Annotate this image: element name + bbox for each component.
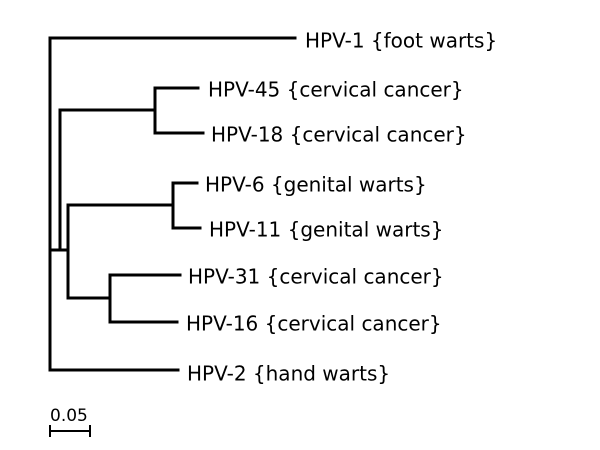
scale-bar: 0.05 xyxy=(49,406,91,437)
leaf-label-hpv2: HPV-2 {hand warts} xyxy=(187,362,390,386)
leaf-label-hpv16: HPV-16 {cervical cancer} xyxy=(186,312,442,336)
leaf-label-hpv18: HPV-18 {cervical cancer} xyxy=(211,123,467,147)
scale-bar-label: 0.05 xyxy=(50,406,88,426)
leaf-label-hpv6: HPV-6 {genital warts} xyxy=(205,173,427,197)
leaf-label-hpv11: HPV-11 {genital warts} xyxy=(209,218,443,242)
leaf-label-hpv31: HPV-31 {cervical cancer} xyxy=(188,265,444,289)
tree-branches xyxy=(48,36,297,372)
leaf-label-hpv1: HPV-1 {foot warts} xyxy=(305,29,497,53)
leaf-label-hpv45: HPV-45 {cervical cancer} xyxy=(208,78,464,102)
leaf-labels: HPV-1 {foot warts} HPV-45 {cervical canc… xyxy=(186,29,497,386)
